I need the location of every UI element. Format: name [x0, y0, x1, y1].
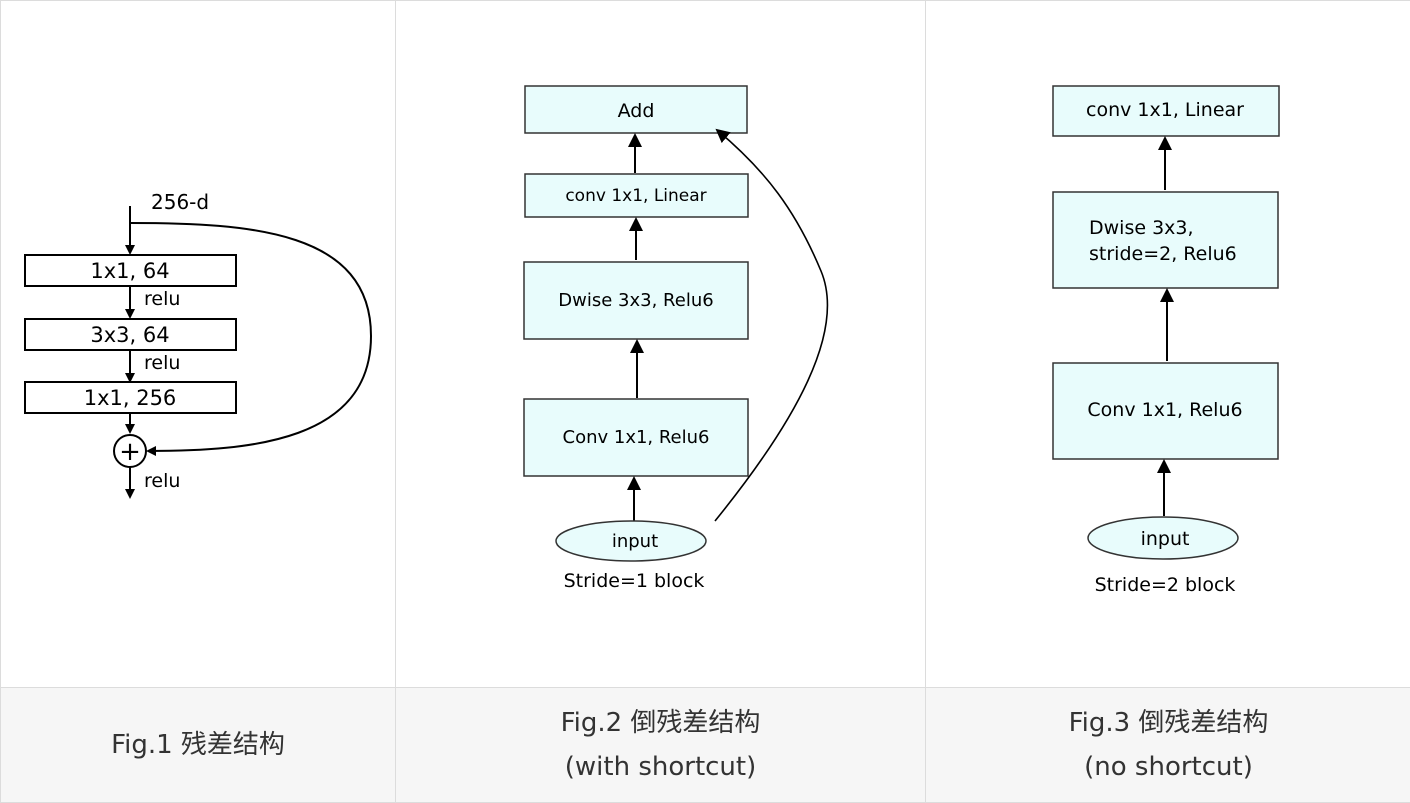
figure-row: 256-d 1x1, 64 relu 3x3, 64 relu 1x1, 256 — [1, 1, 1410, 688]
fig2-dwise-label: Dwise 3x3, Relu6 — [558, 290, 713, 311]
fig3-dwise-label-line1: Dwise 3x3, — [1089, 217, 1194, 239]
fig1-input-label: 256-d — [151, 190, 209, 214]
fig2-cell: Add conv 1x1, Linear Dwise 3x3, Relu6 Co… — [396, 1, 926, 688]
caption-fig2-line1: Fig.2 倒残差结构 — [396, 701, 925, 745]
caption-fig2: Fig.2 倒残差结构 (with shortcut) — [396, 688, 926, 803]
fig1-layer-label-2: 3x3, 64 — [90, 323, 169, 347]
fig3-conv-label: Conv 1x1, Relu6 — [1087, 399, 1242, 421]
fig2-linear-label: conv 1x1, Linear — [565, 186, 706, 206]
fig1-relu-3: relu — [144, 470, 180, 492]
fig3-linear-label: conv 1x1, Linear — [1086, 99, 1244, 121]
fig3-block-label: Stride=2 block — [1095, 574, 1236, 596]
caption-row: Fig.1 残差结构 Fig.2 倒残差结构 (with shortcut) F… — [1, 688, 1410, 803]
fig2-conv-label: Conv 1x1, Relu6 — [563, 427, 710, 448]
fig3-input-label: input — [1141, 528, 1190, 550]
caption-fig3: Fig.3 倒残差结构 (no shortcut) — [926, 688, 1410, 803]
caption-fig3-line1: Fig.3 倒残差结构 — [926, 701, 1410, 745]
caption-fig3-line2: (no shortcut) — [926, 745, 1410, 789]
fig1-layer-label-3: 1x1, 256 — [84, 386, 177, 410]
caption-fig1: Fig.1 残差结构 — [1, 688, 396, 803]
fig1-cell: 256-d 1x1, 64 relu 3x3, 64 relu 1x1, 256 — [1, 1, 396, 688]
fig1-svg: 256-d 1x1, 64 relu 3x3, 64 relu 1x1, 256 — [1, 1, 395, 687]
fig3-dwise-label-line2: stride=2, Relu6 — [1089, 243, 1237, 265]
fig2-add-label: Add — [618, 100, 655, 122]
fig2-svg: Add conv 1x1, Linear Dwise 3x3, Relu6 Co… — [396, 1, 925, 687]
fig3-diagram: conv 1x1, Linear Dwise 3x3, stride=2, Re… — [926, 1, 1410, 687]
fig3-dwise-box — [1053, 192, 1278, 288]
fig1-relu-2: relu — [144, 352, 180, 374]
caption-fig1-line1: Fig.1 残差结构 — [1, 723, 395, 767]
fig1-layer-label-1: 1x1, 64 — [90, 259, 169, 283]
fig1-relu-1: relu — [144, 288, 180, 310]
fig1-add-symbol: + — [119, 437, 141, 467]
fig3-svg: conv 1x1, Linear Dwise 3x3, stride=2, Re… — [926, 1, 1410, 687]
fig2-block-label: Stride=1 block — [564, 570, 705, 592]
fig2-diagram: Add conv 1x1, Linear Dwise 3x3, Relu6 Co… — [396, 1, 925, 687]
fig3-cell: conv 1x1, Linear Dwise 3x3, stride=2, Re… — [926, 1, 1410, 688]
caption-fig2-line2: (with shortcut) — [396, 745, 925, 789]
fig1-diagram: 256-d 1x1, 64 relu 3x3, 64 relu 1x1, 256 — [1, 1, 395, 687]
fig2-input-label: input — [612, 531, 658, 552]
